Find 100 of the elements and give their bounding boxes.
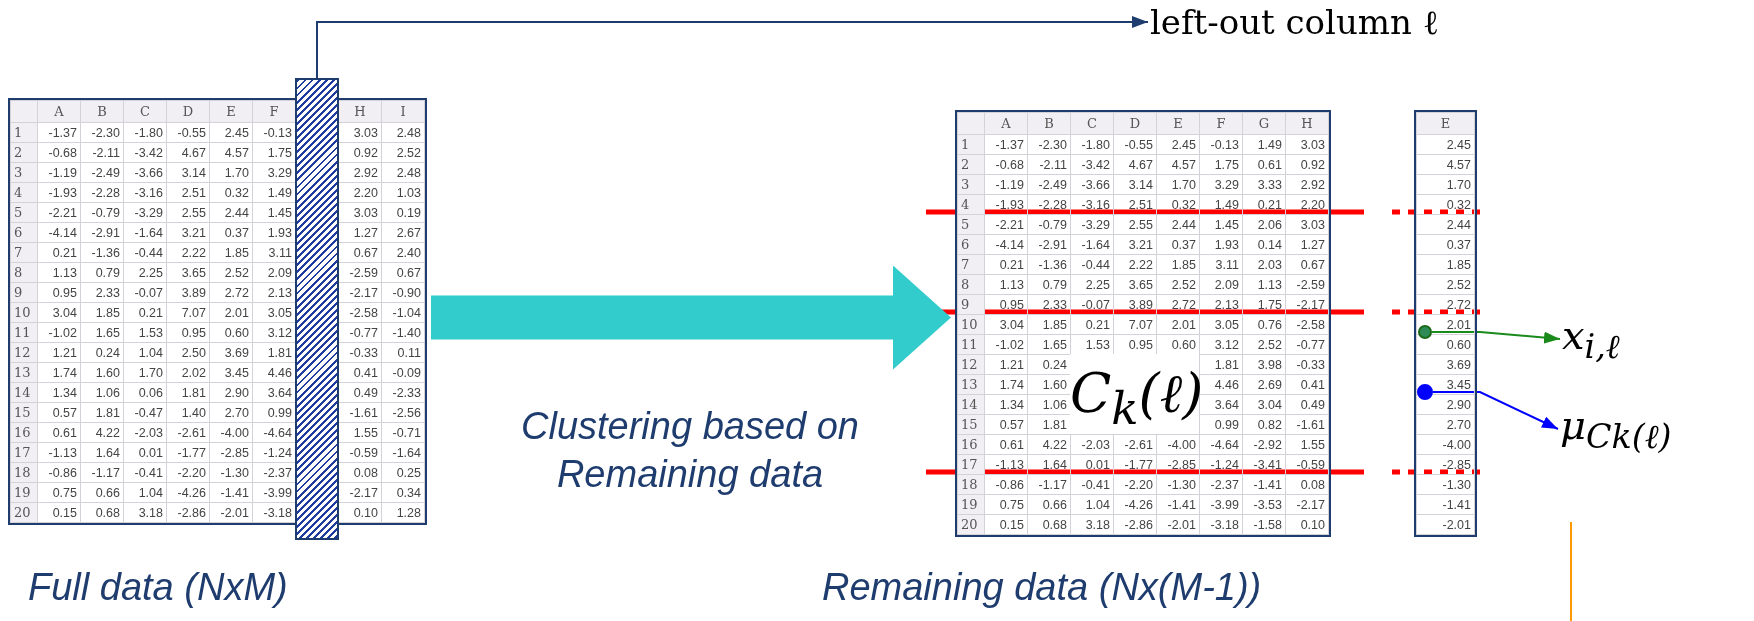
table-cell: 1.74	[37, 362, 81, 383]
table-cell: -4.14	[37, 222, 81, 243]
table-cell: 0.21	[37, 242, 81, 263]
table-cell: 2.72	[1416, 294, 1475, 315]
table-cell: 1.75	[1199, 154, 1243, 175]
row-header: 1	[10, 122, 38, 143]
column-header: H	[338, 100, 382, 123]
table-cell: 2.70	[209, 402, 253, 423]
table-cell: -1.41	[1242, 474, 1286, 495]
table-cell: -0.59	[1285, 454, 1329, 475]
table-cell: -0.68	[37, 142, 81, 163]
table-cell: 0.19	[381, 202, 425, 223]
table-cell: 0.34	[381, 482, 425, 503]
table-cell: -2.11	[1027, 154, 1071, 175]
table-cell: 3.98	[1242, 354, 1286, 375]
row-header: 12	[957, 354, 985, 375]
table-cell: -2.17	[1285, 494, 1329, 515]
data-point-marker	[1417, 384, 1433, 400]
table-cell: 1.04	[123, 342, 167, 363]
table-cell: 3.69	[1416, 354, 1475, 375]
row-header: 11	[10, 322, 38, 343]
table-cell: 2.44	[1156, 214, 1200, 235]
table-cell: 2.45	[1156, 134, 1200, 155]
table-cell: 0.32	[1416, 194, 1475, 215]
row-header: 4	[10, 182, 38, 203]
table-cell: -3.16	[1070, 194, 1114, 215]
table-cell: 0.37	[1416, 234, 1475, 255]
table-cell: 0.82	[1242, 414, 1286, 435]
table-cell: 0.76	[1242, 314, 1286, 335]
table-cell: 1.70	[123, 362, 167, 383]
table-cell: -0.90	[381, 282, 425, 303]
table-cell: 0.32	[1156, 194, 1200, 215]
table-cell: 2.55	[166, 202, 210, 223]
column-header: I	[381, 100, 425, 123]
column-header: A	[984, 112, 1028, 135]
table-cell: -1.02	[37, 322, 81, 343]
table-cell: 2.25	[123, 262, 167, 283]
table-cell: 3.03	[1285, 214, 1329, 235]
table-cell: 3.65	[1113, 274, 1157, 295]
table-cell: 3.33	[1242, 174, 1286, 195]
table-cell: 0.61	[37, 422, 81, 443]
row-header: 17	[957, 454, 985, 475]
table-cell: -1.17	[80, 462, 124, 483]
table-cell: -1.41	[1416, 494, 1475, 515]
table-cell: -1.58	[1242, 514, 1286, 535]
table-cell: -2.85	[1156, 454, 1200, 475]
table-cell: -3.42	[123, 142, 167, 163]
table-cell: 0.41	[1285, 374, 1329, 395]
block-arrow	[431, 265, 951, 370]
row-header: 14	[10, 382, 38, 403]
table-cell: -3.42	[1070, 154, 1114, 175]
table-cell: -1.93	[984, 194, 1028, 215]
table-cell: 4.22	[1027, 434, 1071, 455]
table-cell: -2.56	[381, 402, 425, 423]
table-cell: 2.40	[381, 242, 425, 263]
table-cell: -2.03	[123, 422, 167, 443]
arrow	[1432, 391, 1559, 430]
table-cell: 1.06	[80, 382, 124, 403]
table-cell: 0.92	[1285, 154, 1329, 175]
row-header: 6	[957, 234, 985, 255]
table-cell: 0.32	[209, 182, 253, 203]
table-cell: -0.86	[37, 462, 81, 483]
table-cell: -1.37	[984, 134, 1028, 155]
table-cell: -1.64	[381, 442, 425, 463]
table-cell: -2.86	[1113, 514, 1157, 535]
table-cell: -1.37	[37, 122, 81, 143]
table-cell: -1.17	[1027, 474, 1071, 495]
table-cell: 2.33	[1027, 294, 1071, 315]
table-cell: -1.04	[381, 302, 425, 323]
spreadsheet-table	[1414, 110, 1477, 537]
table-cell: -1.30	[1416, 474, 1475, 495]
table-cell: -0.86	[984, 474, 1028, 495]
table-cell: 1.75	[1242, 294, 1286, 315]
table-cell: -4.14	[984, 234, 1028, 255]
table-cell: 1.81	[80, 402, 124, 423]
table-cell: -2.86	[166, 502, 210, 523]
arrow	[1431, 331, 1561, 344]
row-header: 8	[10, 262, 38, 283]
table-cell: 1.28	[381, 502, 425, 523]
table-cell: 0.25	[381, 462, 425, 483]
table-cell: 2.06	[1242, 214, 1286, 235]
row-header: 10	[10, 302, 38, 323]
table-cell: 0.01	[1070, 454, 1114, 475]
caption: Remaining data (Nx(M-1))	[822, 566, 1262, 609]
table-cell: 2.52	[1416, 274, 1475, 295]
table-cell: 0.37	[209, 222, 253, 243]
table-cell: 0.57	[37, 402, 81, 423]
cluster-label: C$_{k}$(ℓ)	[1070, 354, 1199, 434]
table-cell: 0.61	[984, 434, 1028, 455]
table-cell: -1.77	[1113, 454, 1157, 475]
table-cell: -1.36	[80, 242, 124, 263]
table-cell: -2.21	[984, 214, 1028, 235]
table-cell: -2.28	[80, 182, 124, 203]
column-label: left-out column ℓ	[1150, 2, 1440, 42]
table-cell: 1.49	[1199, 194, 1243, 215]
table-cell: 0.66	[80, 482, 124, 503]
table-cell: 3.18	[123, 502, 167, 523]
table-cell: 0.01	[123, 442, 167, 463]
column-header: C	[123, 100, 167, 123]
table-cell: -0.41	[1070, 474, 1114, 495]
